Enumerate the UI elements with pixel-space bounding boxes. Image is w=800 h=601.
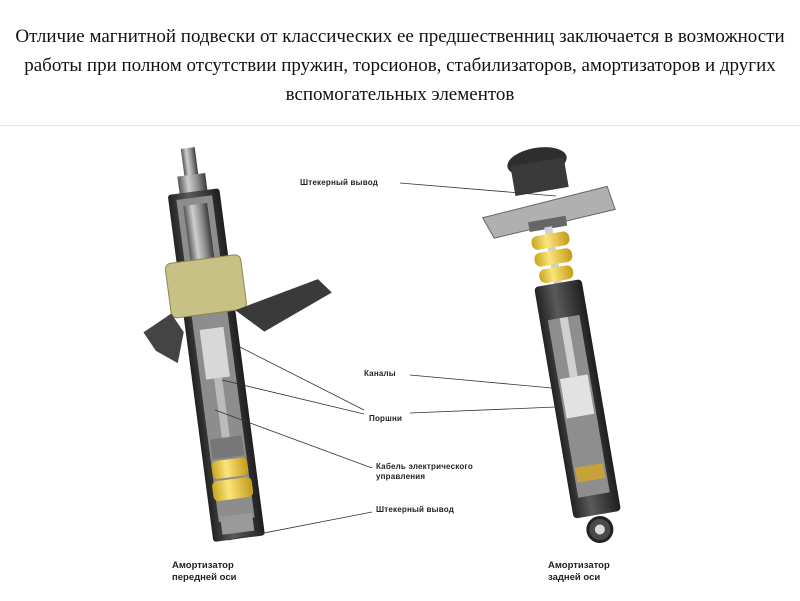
leader-line-connector-top (399, 182, 557, 197)
caption-rear-axle: Амортизатор задней оси (548, 560, 610, 584)
leader-line-pistons-front-2 (221, 379, 365, 415)
label-connector-top: Штекерный вывод (300, 178, 378, 187)
leader-line-channels (409, 374, 553, 389)
caption-rear-line2: задней оси (548, 572, 601, 583)
label-cable: Кабель электрического управления (376, 462, 473, 482)
leader-lines (214, 182, 557, 541)
label-cable-line2: управления (376, 472, 426, 481)
diagram-frame (0, 125, 800, 601)
caption-front-line1: Амортизатор (172, 560, 234, 571)
label-pistons: Поршни (369, 414, 403, 423)
caption-front-axle: Амортизатор передней оси (172, 560, 236, 584)
label-connector-bottom: Штекерный вывод (376, 505, 454, 514)
label-channels: Каналы (364, 369, 396, 378)
label-cable-line1: Кабель электрического (376, 462, 473, 471)
leader-line-cable (214, 409, 373, 469)
leader-line-pistons-front-1 (231, 342, 365, 411)
slide-title: Отличие магнитной подвески от классическ… (15, 26, 785, 105)
leader-line-connector-bottom (227, 511, 373, 541)
caption-front-line2: передней оси (172, 572, 237, 583)
leader-line-pistons-rear (409, 406, 557, 414)
front-shock-absorber (143, 147, 332, 542)
rear-shock-absorber (481, 147, 621, 543)
caption-rear-line1: Амортизатор (548, 560, 610, 571)
